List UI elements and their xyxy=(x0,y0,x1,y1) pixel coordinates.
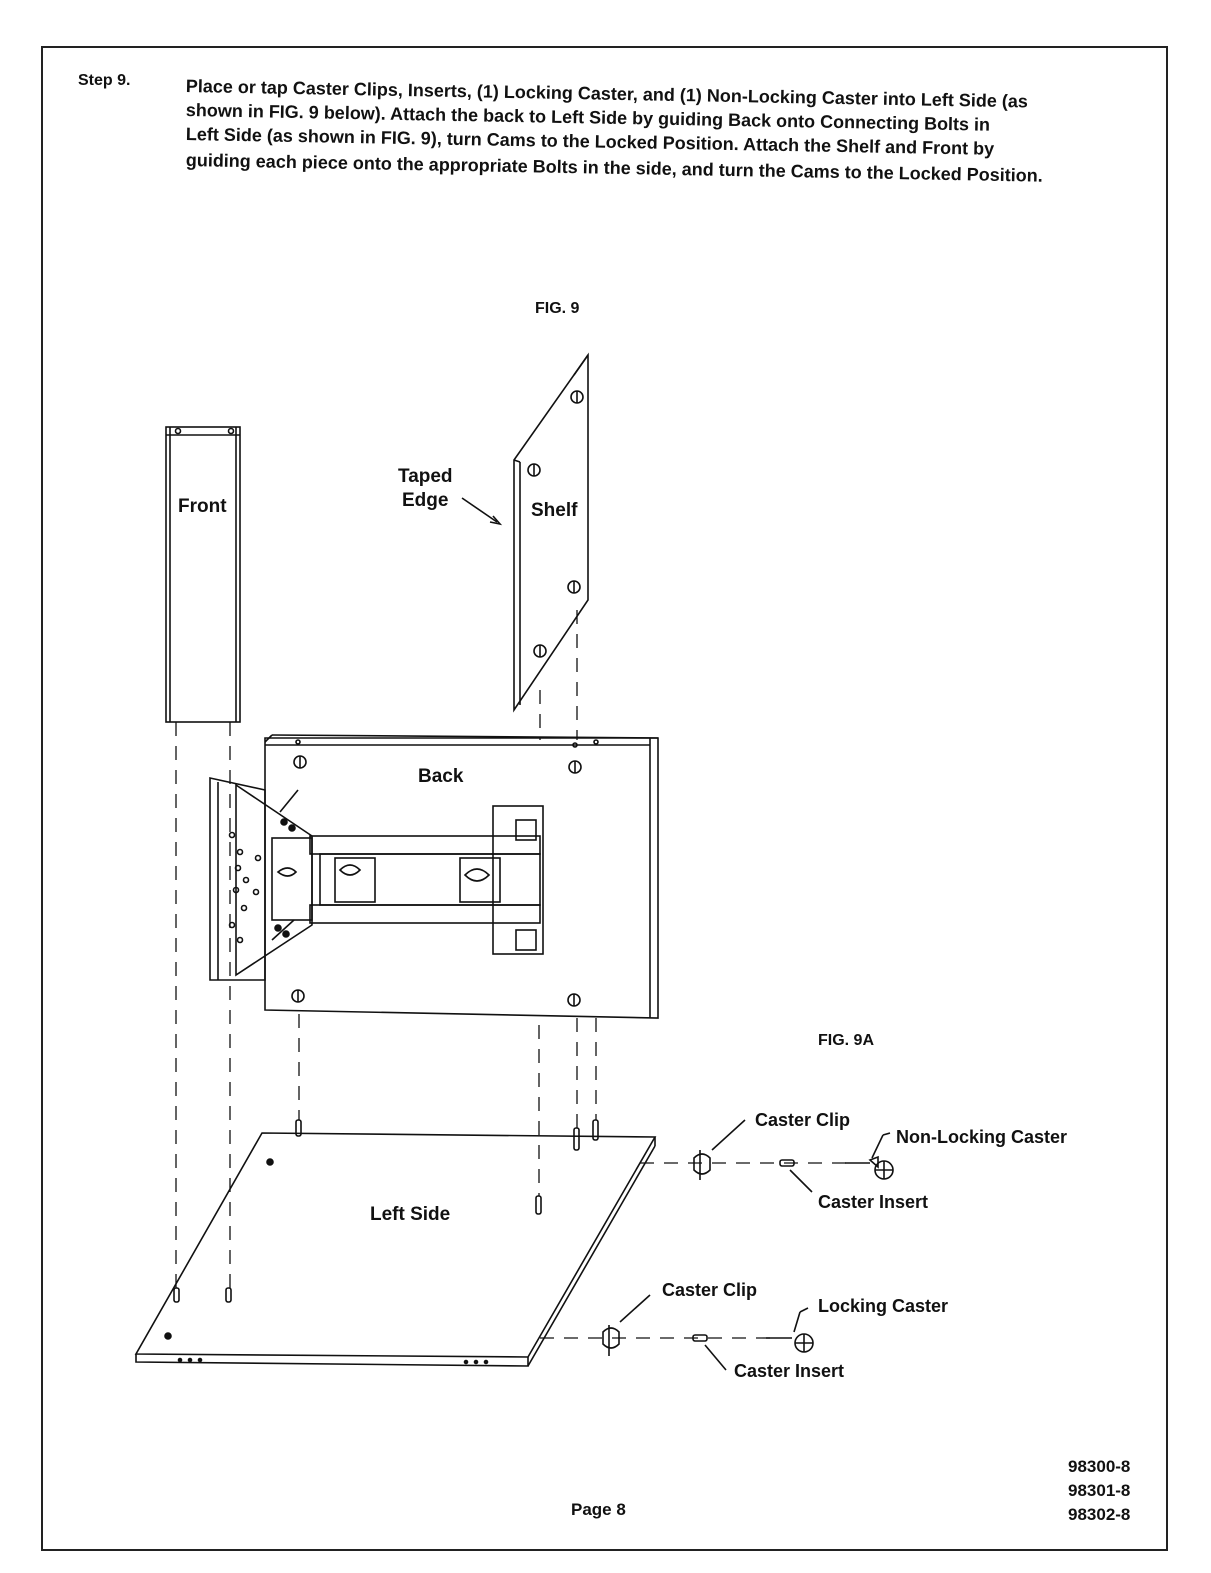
left-side-panel-drawing xyxy=(134,1119,657,1367)
step-label: Step 9. xyxy=(78,72,131,89)
caster-insert-bottom-label: Caster Insert xyxy=(734,1361,845,1381)
fig-9-label: FIG. 9 xyxy=(535,300,580,317)
non-locking-caster-label: Non-Locking Caster xyxy=(896,1127,1068,1147)
caster-insert-top-label: Caster Insert xyxy=(818,1192,929,1212)
page-border xyxy=(41,46,1168,1551)
shelf-label: Shelf xyxy=(531,500,578,521)
front-panel-drawing xyxy=(165,426,241,723)
alignment-lines xyxy=(175,610,850,1339)
model-number: 98302-8 xyxy=(1068,1505,1131,1524)
model-number: 98300-8 xyxy=(1068,1457,1131,1476)
locking-caster-label: Locking Caster xyxy=(818,1296,949,1316)
model-number: 98301-8 xyxy=(1068,1481,1131,1500)
caster-hardware-drawing xyxy=(602,1119,894,1371)
left-side-label: Left Side xyxy=(370,1204,451,1225)
caster-clip-top-label: Caster Clip xyxy=(755,1110,851,1130)
shelf-panel-drawing xyxy=(461,352,589,713)
fig-9a-label: FIG. 9A xyxy=(818,1032,875,1049)
model-numbers: 98300-8 98301-8 98302-8 xyxy=(1068,1455,1130,1527)
taped-edge-label-line2: Edge xyxy=(402,490,449,511)
caster-clip-bottom-label: Caster Clip xyxy=(662,1280,758,1300)
front-label: Front xyxy=(178,496,227,517)
page-number: Page 8 xyxy=(571,1500,626,1519)
back-panel-drawing xyxy=(209,734,659,1019)
taped-edge-label-line1: Taped xyxy=(398,466,453,487)
back-label: Back xyxy=(418,766,464,787)
